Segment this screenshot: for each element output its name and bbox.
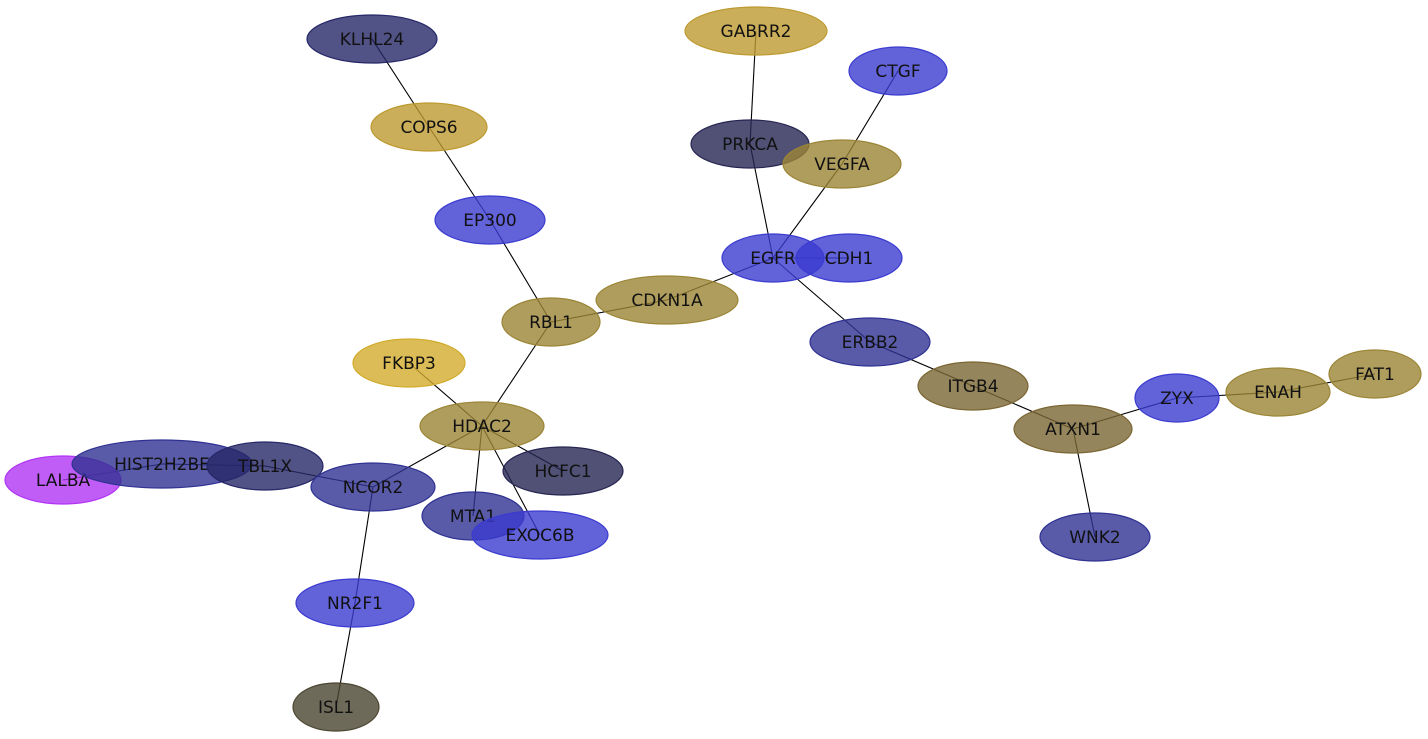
node-erbb2[interactable]: ERBB2 [809, 317, 931, 367]
node-shape-enah[interactable] [1225, 367, 1331, 417]
node-label-ep300: EP300 [463, 211, 516, 231]
node-label-cops6: COPS6 [400, 118, 457, 138]
node-label-cdh1: CDH1 [825, 249, 874, 269]
node-shape-atxn1[interactable] [1013, 404, 1133, 454]
node-label-itgb4: ITGB4 [947, 377, 998, 397]
node-atxn1[interactable]: ATXN1 [1013, 404, 1133, 454]
node-label-egfr: EGFR [750, 249, 796, 269]
node-enah[interactable]: ENAH [1225, 367, 1331, 417]
node-label-exoc6b: EXOC6B [505, 526, 574, 546]
node-shape-cops6[interactable] [370, 102, 488, 152]
node-shape-ctgf[interactable] [848, 46, 948, 96]
node-shape-tbl1x[interactable] [206, 441, 324, 491]
node-label-nr2f1: NR2F1 [327, 594, 383, 614]
node-gabrr2[interactable]: GABRR2 [684, 6, 828, 56]
node-wnk2[interactable]: WNK2 [1039, 512, 1151, 562]
node-label-erbb2: ERBB2 [842, 333, 899, 353]
node-label-fkbp3: FKBP3 [382, 354, 436, 374]
node-label-fat1: FAT1 [1355, 365, 1395, 385]
node-label-hcfc1: HCFC1 [534, 462, 591, 482]
node-shape-ncor2[interactable] [310, 462, 436, 512]
node-label-lalba: LALBA [36, 471, 91, 491]
node-cdh1[interactable]: CDH1 [795, 233, 903, 283]
node-shape-vegfa[interactable] [782, 139, 902, 189]
node-shape-erbb2[interactable] [809, 317, 931, 367]
node-klhl24[interactable]: KLHL24 [306, 14, 438, 64]
node-label-zyx: ZYX [1160, 389, 1194, 409]
node-hdac2[interactable]: HDAC2 [419, 401, 545, 451]
node-label-isl1: ISL1 [318, 698, 354, 718]
node-egfr[interactable]: EGFR [721, 233, 825, 283]
node-cdkn1a[interactable]: CDKN1A [595, 275, 739, 325]
node-hcfc1[interactable]: HCFC1 [502, 446, 624, 496]
node-label-hist2h2be: HIST2H2BE [114, 455, 210, 475]
node-tbl1x[interactable]: TBL1X [206, 441, 324, 491]
node-label-cdkn1a: CDKN1A [631, 291, 703, 311]
node-label-hdac2: HDAC2 [452, 417, 512, 437]
node-label-ncor2: NCOR2 [343, 478, 404, 498]
node-vegfa[interactable]: VEGFA [782, 139, 902, 189]
node-label-vegfa: VEGFA [814, 155, 870, 175]
node-shape-isl1[interactable] [292, 682, 380, 732]
node-shape-hdac2[interactable] [419, 401, 545, 451]
node-shape-cdkn1a[interactable] [595, 275, 739, 325]
node-prkca[interactable]: PRKCA [690, 119, 810, 169]
node-shape-fat1[interactable] [1328, 349, 1422, 399]
node-rbl1[interactable]: RBL1 [501, 297, 601, 347]
node-shape-rbl1[interactable] [501, 297, 601, 347]
node-ncor2[interactable]: NCOR2 [310, 462, 436, 512]
node-ctgf[interactable]: CTGF [848, 46, 948, 96]
node-itgb4[interactable]: ITGB4 [917, 361, 1029, 411]
node-label-klhl24: KLHL24 [340, 30, 405, 50]
node-hist2h2be[interactable]: HIST2H2BE [71, 439, 253, 489]
node-shape-klhl24[interactable] [306, 14, 438, 64]
node-label-ctgf: CTGF [875, 62, 920, 82]
node-zyx[interactable]: ZYX [1134, 373, 1220, 423]
node-shape-gabrr2[interactable] [684, 6, 828, 56]
node-label-rbl1: RBL1 [529, 313, 573, 333]
node-label-gabrr2: GABRR2 [721, 22, 792, 42]
node-shape-hcfc1[interactable] [502, 446, 624, 496]
node-fkbp3[interactable]: FKBP3 [352, 338, 466, 388]
node-exoc6b[interactable]: EXOC6B [471, 510, 609, 560]
node-shape-zyx[interactable] [1134, 373, 1220, 423]
node-nr2f1[interactable]: NR2F1 [295, 578, 415, 628]
node-isl1[interactable]: ISL1 [292, 682, 380, 732]
node-cops6[interactable]: COPS6 [370, 102, 488, 152]
node-label-prkca: PRKCA [722, 135, 778, 155]
node-shape-cdh1[interactable] [795, 233, 903, 283]
node-label-tbl1x: TBL1X [237, 457, 292, 477]
node-fat1[interactable]: FAT1 [1328, 349, 1422, 399]
node-shape-exoc6b[interactable] [471, 510, 609, 560]
node-label-atxn1: ATXN1 [1045, 420, 1101, 440]
node-label-enah: ENAH [1254, 383, 1302, 403]
node-shape-itgb4[interactable] [917, 361, 1029, 411]
node-shape-nr2f1[interactable] [295, 578, 415, 628]
node-shape-wnk2[interactable] [1039, 512, 1151, 562]
node-shape-ep300[interactable] [434, 195, 546, 245]
node-ep300[interactable]: EP300 [434, 195, 546, 245]
node-shape-fkbp3[interactable] [352, 338, 466, 388]
node-label-wnk2: WNK2 [1069, 528, 1121, 548]
